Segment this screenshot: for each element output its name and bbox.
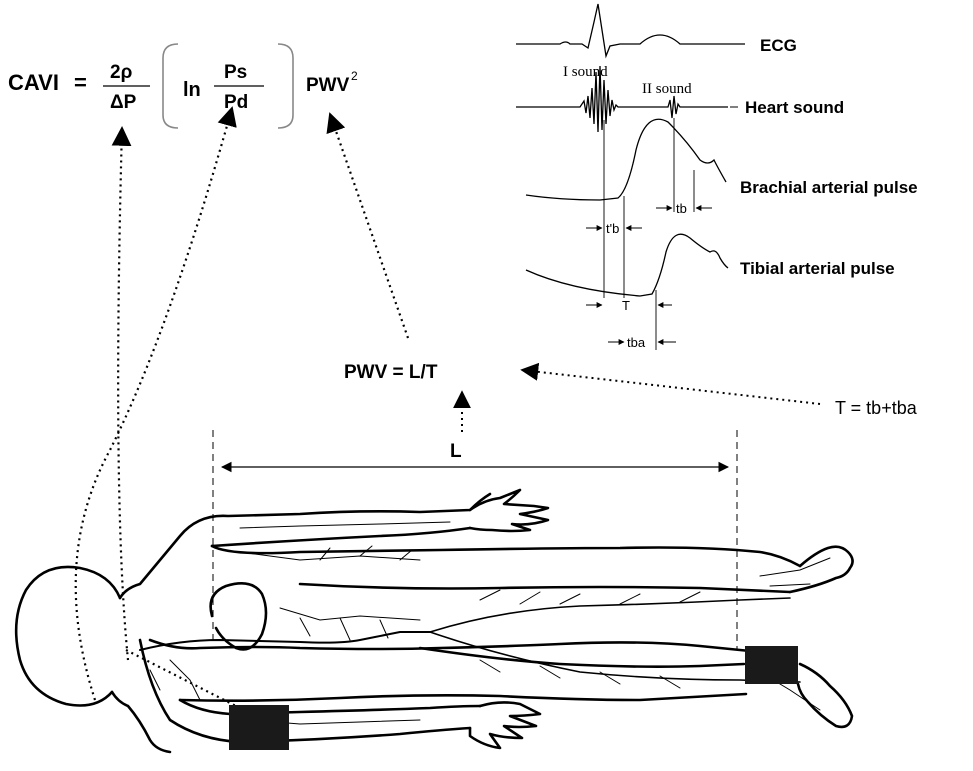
lower-hand	[470, 702, 540, 748]
timing-labels: tb t'b T tba	[606, 201, 687, 350]
equals-sign: =	[74, 70, 87, 95]
T-label: T	[622, 298, 630, 313]
second-sound-label: II sound	[642, 81, 692, 97]
upper-arm-lower	[212, 528, 470, 546]
human-body-illustration	[16, 490, 852, 752]
cavi-label: CAVI	[8, 70, 59, 95]
branch-9	[240, 522, 450, 528]
top-leg	[300, 584, 790, 592]
pwv-equation: PWV = L/T	[344, 362, 438, 383]
denominator-delta-p: ΔP	[110, 92, 137, 113]
ecg-trace	[516, 4, 745, 56]
timing-intervals	[586, 208, 712, 342]
right-paren	[278, 44, 293, 128]
raised-hand	[470, 490, 548, 531]
bottom-foot	[798, 664, 852, 727]
length-label: L	[450, 441, 462, 462]
ps-pd-pointer	[76, 108, 232, 700]
iliac-upper	[430, 598, 790, 632]
pwv-squared-exp: 2	[351, 69, 358, 83]
heart-sound-label: Heart sound	[745, 98, 844, 117]
first-sound-label: I sound	[563, 64, 608, 80]
top-foot	[790, 547, 853, 592]
pd-label: Pd	[224, 92, 248, 113]
pwv-squared-base: PWV	[306, 75, 350, 96]
neck	[112, 692, 170, 752]
tibial-trace	[526, 234, 728, 296]
t-to-pwv-arrow	[522, 370, 820, 404]
brachial-trace	[526, 119, 726, 200]
ankle-cuff	[745, 646, 798, 684]
delta-p-pointer	[118, 128, 128, 660]
cavi-formula: CAVI = 2ρ ΔP ln Ps Pd PWV 2	[8, 44, 358, 128]
pwv2-pointer	[330, 114, 408, 338]
upper-arm-outline	[120, 494, 490, 598]
lower-arm	[140, 640, 470, 742]
tibial-label: Tibial arterial pulse	[740, 259, 895, 278]
bottom-leg-bottom	[180, 694, 746, 701]
brachial-cuff	[229, 705, 289, 750]
cuff-pointer	[126, 650, 236, 706]
head	[16, 567, 120, 706]
tb-label: tb	[676, 201, 687, 216]
branch-5	[480, 590, 700, 604]
ps-label: Ps	[224, 62, 247, 83]
ecg-label: ECG	[760, 36, 797, 55]
waveforms	[516, 4, 745, 350]
numerator-2rho: 2ρ	[110, 62, 133, 83]
tba-label: tba	[627, 335, 646, 350]
left-paren	[163, 44, 178, 128]
heart-sound-trace	[516, 66, 728, 132]
ln-label: ln	[183, 79, 201, 101]
branch-3	[280, 608, 420, 620]
torso-top	[212, 546, 800, 566]
lower-arm-top	[180, 700, 480, 714]
brachial-label: Brachial arterial pulse	[740, 178, 918, 197]
waveform-labels: ECG I sound II sound Heart sound Brachia…	[563, 36, 918, 278]
tpb-label: t'b	[606, 221, 619, 236]
bottom-leg-top	[420, 648, 744, 667]
t-equation: T = tb+tba	[835, 398, 918, 418]
